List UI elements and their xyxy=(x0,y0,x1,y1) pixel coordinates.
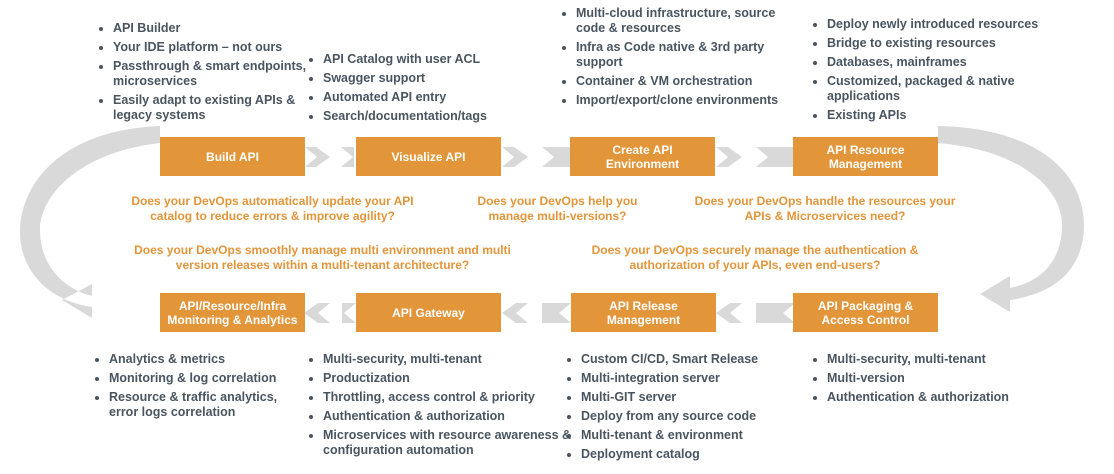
list-item: Monitoring & log correlation xyxy=(109,371,309,386)
list-item: Custom CI/CD, Smart Release xyxy=(581,352,801,367)
left-loop-arrow xyxy=(20,126,160,318)
stage-api-packaging-access-control: API Packaging & Access Control xyxy=(793,293,938,332)
list-item: Resource & traffic analytics, error logs… xyxy=(109,390,309,420)
list-item: Your IDE platform – not ours xyxy=(113,40,313,55)
top-chevron-6 xyxy=(756,147,793,167)
top-chevron-4 xyxy=(542,147,570,167)
bottom-chevron-4 xyxy=(542,303,571,323)
list-item: Container & VM orchestration xyxy=(576,74,806,89)
question-authentication: Does your DevOps securely manage the aut… xyxy=(591,243,919,272)
bottom-chevron-6 xyxy=(756,303,795,323)
list-item: Multi-GIT server xyxy=(581,390,801,405)
visualize-api-features: API Catalog with user ACL Swagger suppor… xyxy=(307,52,543,128)
list-item: Passthrough & smart endpoints, microserv… xyxy=(113,59,313,89)
api-gateway-features: Multi-security, multi-tenant Productizat… xyxy=(307,352,573,462)
stage-build-api: Build API xyxy=(160,137,305,176)
list-item: Existing APIs xyxy=(827,108,1077,123)
list-item: Swagger support xyxy=(323,71,543,86)
question-multi-environment-releases: Does your DevOps smoothly manage multi e… xyxy=(134,243,511,272)
question-catalog-update: Does your DevOps automatically update yo… xyxy=(131,194,414,223)
bottom-chevron-1 xyxy=(304,303,330,323)
list-item: Multi-integration server xyxy=(581,371,801,386)
list-item: Multi-cloud infrastructure, source code … xyxy=(576,6,806,36)
list-item: Customized, packaged & native applicatio… xyxy=(827,74,1077,104)
top-chevron-3 xyxy=(502,147,528,167)
list-item: Import/export/clone environments xyxy=(576,93,806,108)
list-item: Authentication & authorization xyxy=(827,390,1047,405)
top-chevron-1 xyxy=(305,147,330,167)
build-api-features: API Builder Your IDE platform – not ours… xyxy=(97,21,313,127)
top-chevron-5 xyxy=(716,147,742,167)
bottom-chevron-3 xyxy=(502,303,528,323)
list-item: API Builder xyxy=(113,21,313,36)
list-item: Databases, mainframes xyxy=(827,55,1077,70)
right-loop-arrow xyxy=(938,126,1084,312)
stage-api-gateway: API Gateway xyxy=(356,293,501,332)
list-item: Automated API entry xyxy=(323,90,543,105)
api-release-management-features: Custom CI/CD, Smart Release Multi-integr… xyxy=(565,352,801,466)
monitoring-analytics-features: Analytics & metrics Monitoring & log cor… xyxy=(93,352,309,424)
api-resource-management-features: Deploy newly introduced resources Bridge… xyxy=(811,17,1077,127)
api-packaging-access-control-features: Multi-security, multi-tenant Multi-versi… xyxy=(811,352,1047,409)
list-item: API Catalog with user ACL xyxy=(323,52,543,67)
stage-create-api-environment: Create API Environment xyxy=(570,137,715,176)
list-item: Analytics & metrics xyxy=(109,352,309,367)
bottom-chevron-5 xyxy=(716,303,742,323)
question-multi-versions: Does your DevOps help you manage multi-v… xyxy=(477,194,638,223)
list-item: Authentication & authorization xyxy=(323,409,573,424)
list-item: Multi-tenant & environment xyxy=(581,428,801,443)
list-item: Search/documentation/tags xyxy=(323,109,543,124)
list-item: Infra as Code native & 3rd party support xyxy=(576,40,806,70)
list-item: Multi-security, multi-tenant xyxy=(827,352,1047,367)
list-item: Deploy newly introduced resources xyxy=(827,17,1077,32)
question-resources: Does your DevOps handle the resources yo… xyxy=(694,194,956,223)
list-item: Deployment catalog xyxy=(581,447,801,462)
stage-visualize-api: Visualize API xyxy=(356,137,501,176)
stage-api-release-management: API Release Management xyxy=(571,293,716,332)
stage-monitoring-analytics: API/Resource/Infra Monitoring & Analytic… xyxy=(160,293,305,332)
list-item: Microservices with resource awareness & … xyxy=(323,428,573,458)
list-item: Throttling, access control & priority xyxy=(323,390,573,405)
list-item: Easily adapt to existing APIs & legacy s… xyxy=(113,93,313,123)
stage-api-resource-management: API Resource Management xyxy=(793,137,938,176)
bottom-chevron-2 xyxy=(342,303,356,323)
create-api-environment-features: Multi-cloud infrastructure, source code … xyxy=(560,6,806,112)
top-chevron-2 xyxy=(341,147,354,167)
list-item: Multi-security, multi-tenant xyxy=(323,352,573,367)
list-item: Deploy from any source code xyxy=(581,409,801,424)
list-item: Multi-version xyxy=(827,371,1047,386)
list-item: Productization xyxy=(323,371,573,386)
list-item: Bridge to existing resources xyxy=(827,36,1077,51)
